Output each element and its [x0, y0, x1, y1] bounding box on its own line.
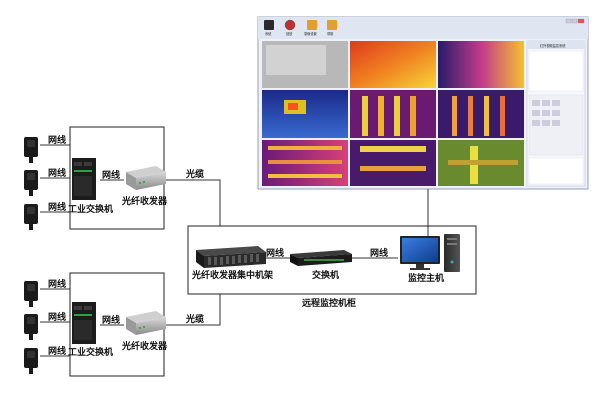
field-cabinet-lower: 网线 网线 网线 工业交换机 网线 光纤收发器 光缆	[24, 272, 204, 377]
ptz-button[interactable]	[542, 100, 550, 106]
industrial-switch-icon	[72, 158, 96, 200]
ptz-button[interactable]	[532, 100, 540, 106]
video-grid	[262, 41, 524, 186]
toolbar-playback-label: 回放	[286, 31, 293, 36]
label-network-cable: 网线	[48, 167, 66, 179]
label-fiber-transceiver: 光纤收发器	[121, 340, 168, 352]
toolbar-record-label: 录像设置	[304, 31, 317, 36]
camera-icon	[24, 348, 38, 374]
monitoring-host-icon	[400, 234, 460, 272]
ptz-button[interactable]	[552, 120, 560, 126]
switch-icon	[290, 250, 352, 266]
label-network-cable: 网线	[48, 278, 66, 290]
label-network-cable: 网线	[48, 201, 66, 213]
toolbar-playback-icon[interactable]: 回放	[284, 19, 296, 36]
label-transceiver-rack: 光纤收发器集中机架	[191, 269, 273, 281]
label-fiber-optic-cable: 光缆	[185, 313, 204, 325]
toolbar-help-icon[interactable]: 帮助	[327, 20, 337, 36]
field-cabinet-upper: 网线 网线 网线 工业交换机 网线 光纤收发器 光缆	[24, 126, 204, 230]
label-switch: 交换机	[312, 269, 339, 281]
video-cell-6[interactable]	[438, 90, 524, 138]
toolbar-system-label: 系统	[265, 31, 272, 36]
toolbar-system-icon[interactable]: 系统	[264, 20, 274, 36]
ptz-button[interactable]	[552, 110, 560, 116]
fiber-transceiver-icon	[126, 166, 166, 190]
ptz-button[interactable]	[532, 120, 540, 126]
label-network-cable: 网线	[48, 311, 66, 323]
transceiver-rack-icon	[196, 246, 266, 268]
label-network-cable: 网线	[370, 247, 388, 259]
video-cell-2[interactable]	[350, 41, 436, 88]
camera-icon	[24, 204, 38, 230]
label-remote-cabinet: 远程监控机柜	[302, 297, 356, 309]
camera-icon	[24, 281, 38, 307]
ptz-button[interactable]	[542, 120, 550, 126]
software-screenshot: 系统 回放 录像设置 帮助	[257, 16, 589, 190]
connection-lines	[40, 144, 429, 357]
window-controls[interactable]	[565, 18, 585, 24]
ptz-button[interactable]	[532, 110, 540, 116]
label-industrial-switch: 工业交换机	[68, 203, 113, 215]
panel-title: 红外视频监控系统	[540, 43, 566, 48]
label-industrial-switch: 工业交换机	[68, 346, 113, 358]
label-network-cable: 网线	[48, 345, 66, 357]
industrial-switch-icon	[72, 302, 96, 344]
video-cell-3[interactable]	[438, 41, 524, 88]
label-network-cable: 网线	[102, 169, 120, 181]
label-fiber-optic-cable: 光缆	[185, 168, 204, 180]
camera-icon	[24, 170, 38, 196]
toolbar-record-icon[interactable]: 录像设置	[304, 20, 317, 36]
camera-icon	[24, 137, 38, 163]
label-network-cable: 网线	[102, 314, 120, 326]
label-fiber-transceiver: 光纤收发器	[121, 195, 168, 207]
label-network-cable: 网线	[266, 247, 284, 259]
ptz-button[interactable]	[542, 110, 550, 116]
label-monitoring-host: 监控主机	[408, 272, 444, 284]
label-network-cable: 网线	[48, 134, 66, 146]
ptz-button[interactable]	[552, 100, 560, 106]
toolbar-help-label: 帮助	[327, 31, 333, 36]
camera-icon	[24, 314, 38, 340]
remote-cabinet: 光纤收发器集中机架 网线 交换机 网线 监控主机	[187, 225, 477, 295]
fiber-transceiver-icon	[126, 311, 166, 335]
control-panel: 红外视频监控系统	[526, 40, 586, 187]
